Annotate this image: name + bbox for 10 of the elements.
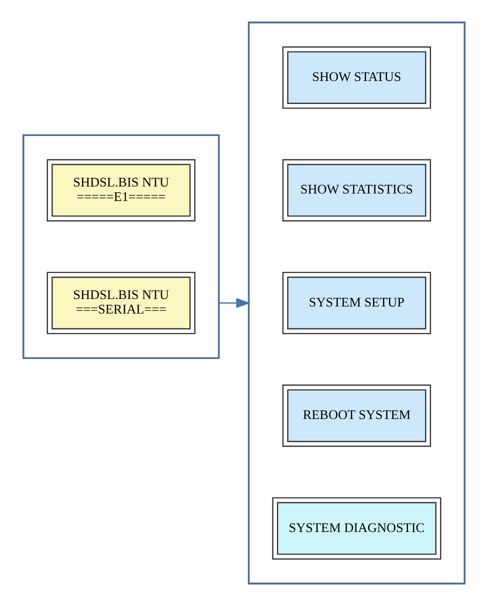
node-box: SYSTEM SETUP [282,272,431,334]
node-box: SHDSL.BIS NTU =====E1===== [46,159,195,222]
node-box: SYSTEM DIAGNOSTIC [272,497,441,560]
cluster [247,22,465,584]
node-box: SHDSL.BIS NTU ===SERIAL=== [46,272,195,334]
node-box: SHOW STATISTICS [282,159,431,222]
node-box: SHOW STATUS [282,46,431,109]
cluster [22,134,220,360]
arrow [218,298,250,308]
node-box: REBOOT SYSTEM [282,384,431,447]
